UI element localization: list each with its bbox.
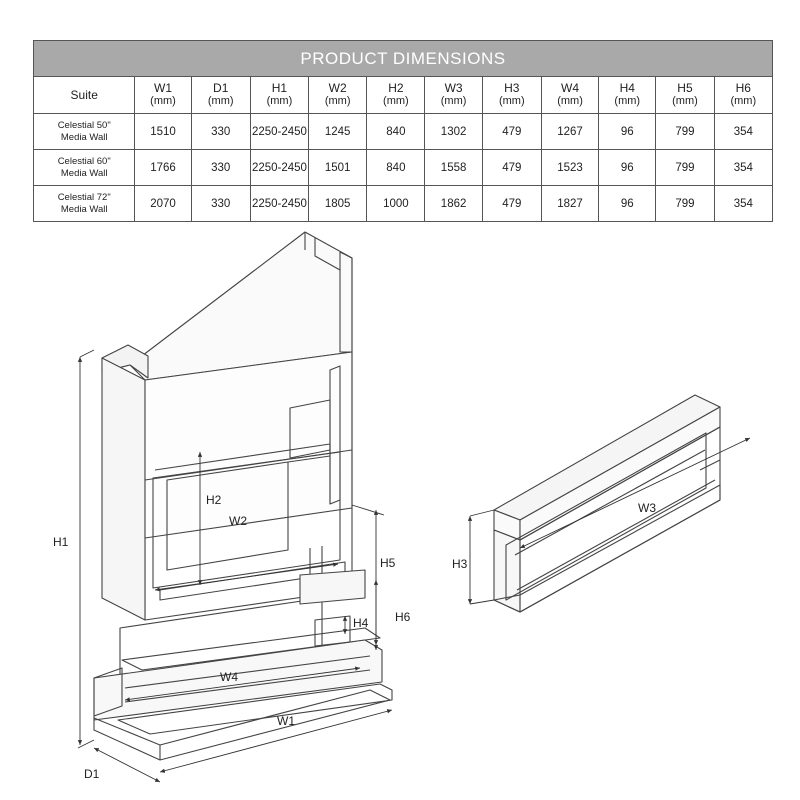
value-cell-w1: 2070 [134, 185, 192, 222]
value-cell-w3: 1862 [424, 185, 483, 222]
column-header-w1: W1(mm) [134, 76, 192, 114]
column-header-unit: (mm) [324, 95, 351, 107]
column-header-name: D1 [213, 81, 229, 95]
column-header-unit: (mm) [614, 95, 641, 107]
column-header-suite: Suite [32, 76, 136, 114]
suite-name: Celestial 60" [57, 155, 111, 167]
value-cell-h5: 799 [655, 113, 715, 150]
column-header-d1: D1(mm) [190, 76, 251, 114]
column-header-name: H3 [504, 81, 520, 95]
column-header-unit: (mm) [150, 95, 176, 107]
label-h1: H1 [53, 535, 69, 549]
column-header-h3: H3(mm) [481, 76, 542, 114]
value-cell-w4: 1523 [540, 149, 600, 186]
column-header-unit: (mm) [557, 95, 583, 107]
value-cell-h3: 479 [481, 185, 542, 222]
label-w2: W2 [229, 514, 247, 528]
suite-name: Celestial 72" [57, 191, 111, 203]
value-cell-h3: 479 [481, 149, 542, 186]
table-title: PRODUCT DIMENSIONS [33, 40, 773, 77]
value-cell-w2: 1805 [308, 185, 368, 222]
value-cell-w3: 1558 [424, 149, 483, 186]
column-header-name: H5 [677, 81, 693, 95]
suite-type: Media Wall [60, 131, 108, 143]
column-header-h2: H2(mm) [366, 76, 426, 114]
value-cell-h1: 2250-2450 [249, 185, 310, 222]
label-w4: W4 [220, 670, 238, 684]
column-header-name: Suite [70, 87, 98, 102]
column-header-name: H1 [271, 81, 288, 95]
value-cell-h5: 799 [655, 149, 715, 186]
label-w1: W1 [277, 714, 295, 728]
media-wall-dimensions [77, 349, 393, 783]
value-cell-h5: 799 [655, 185, 715, 222]
value-cell-h4: 96 [598, 185, 657, 222]
suite-cell: Celestial 72"Media Wall [32, 185, 136, 222]
column-header-unit: (mm) [672, 95, 698, 107]
column-header-h6: H6(mm) [713, 76, 774, 114]
column-header-unit: (mm) [498, 95, 525, 107]
column-header-h4: H4(mm) [598, 76, 657, 114]
value-cell-h6: 354 [713, 149, 774, 186]
suite-type: Media Wall [60, 203, 108, 215]
fireplace-insert-drawing [493, 394, 721, 613]
value-cell-h2: 1000 [366, 185, 426, 222]
column-header-name: H6 [735, 81, 751, 95]
value-cell-w3: 1302 [424, 113, 483, 150]
column-header-unit: (mm) [383, 95, 409, 107]
column-header-name: H2 [388, 81, 404, 95]
suite-name: Celestial 50" [57, 119, 111, 131]
column-header-unit: (mm) [207, 95, 234, 107]
value-cell-h1: 2250-2450 [249, 113, 310, 150]
value-cell-h6: 354 [713, 113, 774, 150]
value-cell-w2: 1501 [308, 149, 368, 186]
label-h5: H5 [380, 556, 396, 570]
label-h6: H6 [395, 610, 411, 624]
column-header-name: W1 [154, 81, 172, 95]
column-header-w3: W3(mm) [424, 76, 483, 114]
suite-type: Media Wall [60, 167, 108, 179]
label-h3: H3 [452, 557, 468, 571]
column-header-unit: (mm) [730, 95, 757, 107]
value-cell-w4: 1827 [540, 185, 600, 222]
column-header-h1: H1(mm) [249, 76, 310, 114]
media-wall-drawing [93, 231, 393, 761]
column-header-w4: W4(mm) [540, 76, 600, 114]
column-header-name: H4 [619, 81, 635, 95]
column-header-name: W3 [444, 81, 463, 95]
value-cell-h2: 840 [366, 149, 426, 186]
value-cell-h6: 354 [713, 185, 774, 222]
suite-cell: Celestial 50"Media Wall [32, 113, 136, 150]
label-h4: H4 [353, 616, 369, 630]
column-header-h5: H5(mm) [655, 76, 715, 114]
label-d1: D1 [84, 767, 100, 781]
value-cell-d1: 330 [190, 185, 251, 222]
column-header-unit: (mm) [266, 95, 293, 107]
label-w3: W3 [638, 501, 656, 515]
column-header-name: W4 [561, 81, 580, 95]
column-header-unit: (mm) [440, 95, 467, 107]
column-header-name: W2 [328, 81, 347, 95]
value-cell-w1: 1510 [134, 113, 192, 150]
fireplace-insert-dimensions [467, 437, 751, 605]
value-cell-h1: 2250-2450 [249, 149, 310, 186]
label-h2: H2 [206, 493, 222, 507]
value-cell-d1: 330 [190, 113, 251, 150]
value-cell-h4: 96 [598, 149, 657, 186]
